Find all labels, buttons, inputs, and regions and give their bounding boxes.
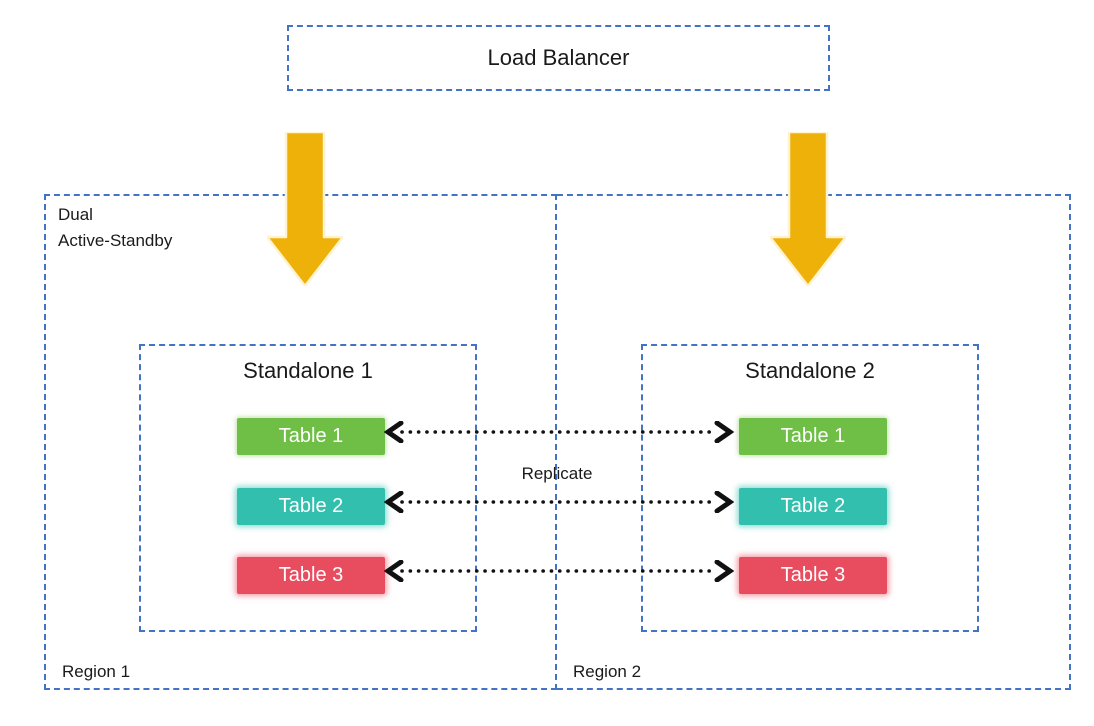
table-1-right: Table 1 bbox=[739, 418, 887, 455]
replicate-label: Replicate bbox=[521, 464, 593, 483]
region-1-label: Region 1 bbox=[62, 662, 131, 681]
dual-active-standby-note: Dual Active-Standby bbox=[58, 205, 173, 250]
region-2-label: Region 2 bbox=[573, 662, 642, 681]
load-balancer-label: Load Balancer bbox=[487, 45, 630, 70]
table-2-left: Table 2 bbox=[237, 488, 385, 525]
table-3-left: Table 3 bbox=[237, 557, 385, 594]
table-3-right-label: Table 3 bbox=[780, 564, 846, 586]
table-2-left-label: Table 2 bbox=[278, 495, 344, 517]
down-arrow-icon bbox=[770, 132, 846, 286]
down-arrow-icon bbox=[267, 132, 343, 286]
standalone-1-title: Standalone 1 bbox=[243, 358, 373, 383]
table-2-right: Table 2 bbox=[739, 488, 887, 525]
table-1-right-label: Table 1 bbox=[780, 425, 846, 447]
replicate-arrow-icon bbox=[384, 491, 734, 513]
table-3-right: Table 3 bbox=[739, 557, 887, 594]
standalone-1-box: Standalone 1 Table 1 Table 2 Table 3 bbox=[139, 344, 477, 632]
table-2-right-label: Table 2 bbox=[780, 495, 846, 517]
region-1-box: Dual Active-Standby Standalone 1 Table 1… bbox=[44, 194, 557, 690]
load-balancer-box: Load Balancer bbox=[287, 25, 830, 91]
table-1-left-label: Table 1 bbox=[278, 425, 344, 447]
standalone-2-title: Standalone 2 bbox=[745, 358, 875, 383]
table-3-left-label: Table 3 bbox=[278, 564, 344, 586]
replicate-arrow-icon bbox=[384, 560, 734, 582]
replicate-arrow-icon bbox=[384, 421, 734, 443]
table-1-left: Table 1 bbox=[237, 418, 385, 455]
standalone-2-box: Standalone 2 Table 1 Table 2 Table 3 bbox=[641, 344, 979, 632]
